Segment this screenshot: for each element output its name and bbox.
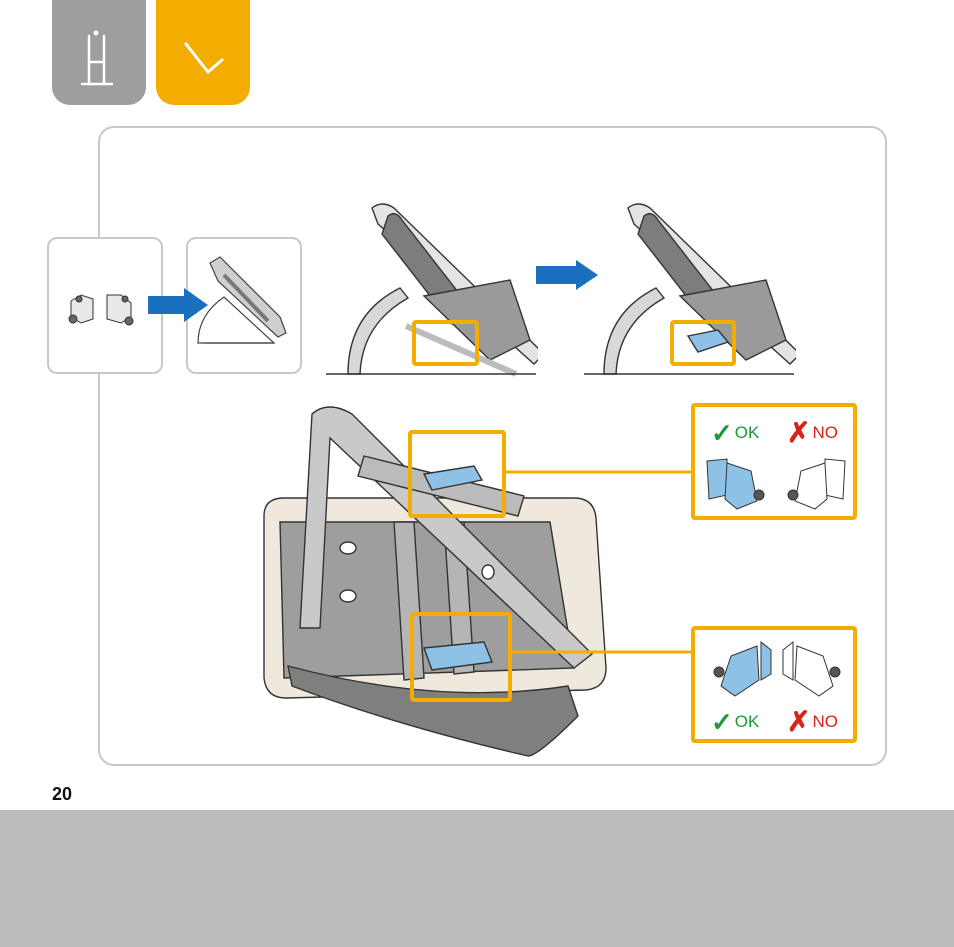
no-indicator: ✗ NO	[787, 712, 838, 732]
rocker-mode-tab	[156, 0, 250, 105]
no-label: NO	[812, 423, 838, 443]
callout-connectors	[504, 468, 694, 658]
rocker-before-illustration	[326, 196, 538, 380]
footer-band	[0, 810, 954, 947]
clip-comparison-bottom-illustration	[701, 636, 851, 700]
no-label: NO	[812, 712, 838, 732]
rocker-icon	[156, 0, 250, 105]
status-callout-bottom: ✓ OK ✗ NO	[691, 626, 857, 743]
checkmark-icon: ✓	[711, 712, 733, 732]
rocker-after-illustration	[582, 196, 796, 380]
highchair-icon	[52, 0, 146, 105]
clip-comparison-top-illustration	[701, 453, 851, 513]
status-callout-top: ✓ OK ✗ NO	[691, 403, 857, 520]
step-arrow-small-icon	[146, 288, 210, 322]
cross-icon: ✗	[787, 423, 810, 443]
ok-label: OK	[735, 423, 760, 443]
ok-indicator: ✓ OK	[711, 712, 759, 732]
page-number: 20	[52, 784, 72, 805]
ok-indicator: ✓ OK	[711, 423, 759, 443]
highchair-mode-tab	[52, 0, 146, 105]
ok-label: OK	[735, 712, 760, 732]
no-indicator: ✗ NO	[787, 423, 838, 443]
clip-parts-illustration	[49, 239, 161, 372]
cross-icon: ✗	[787, 712, 810, 732]
checkmark-icon: ✓	[711, 423, 733, 443]
